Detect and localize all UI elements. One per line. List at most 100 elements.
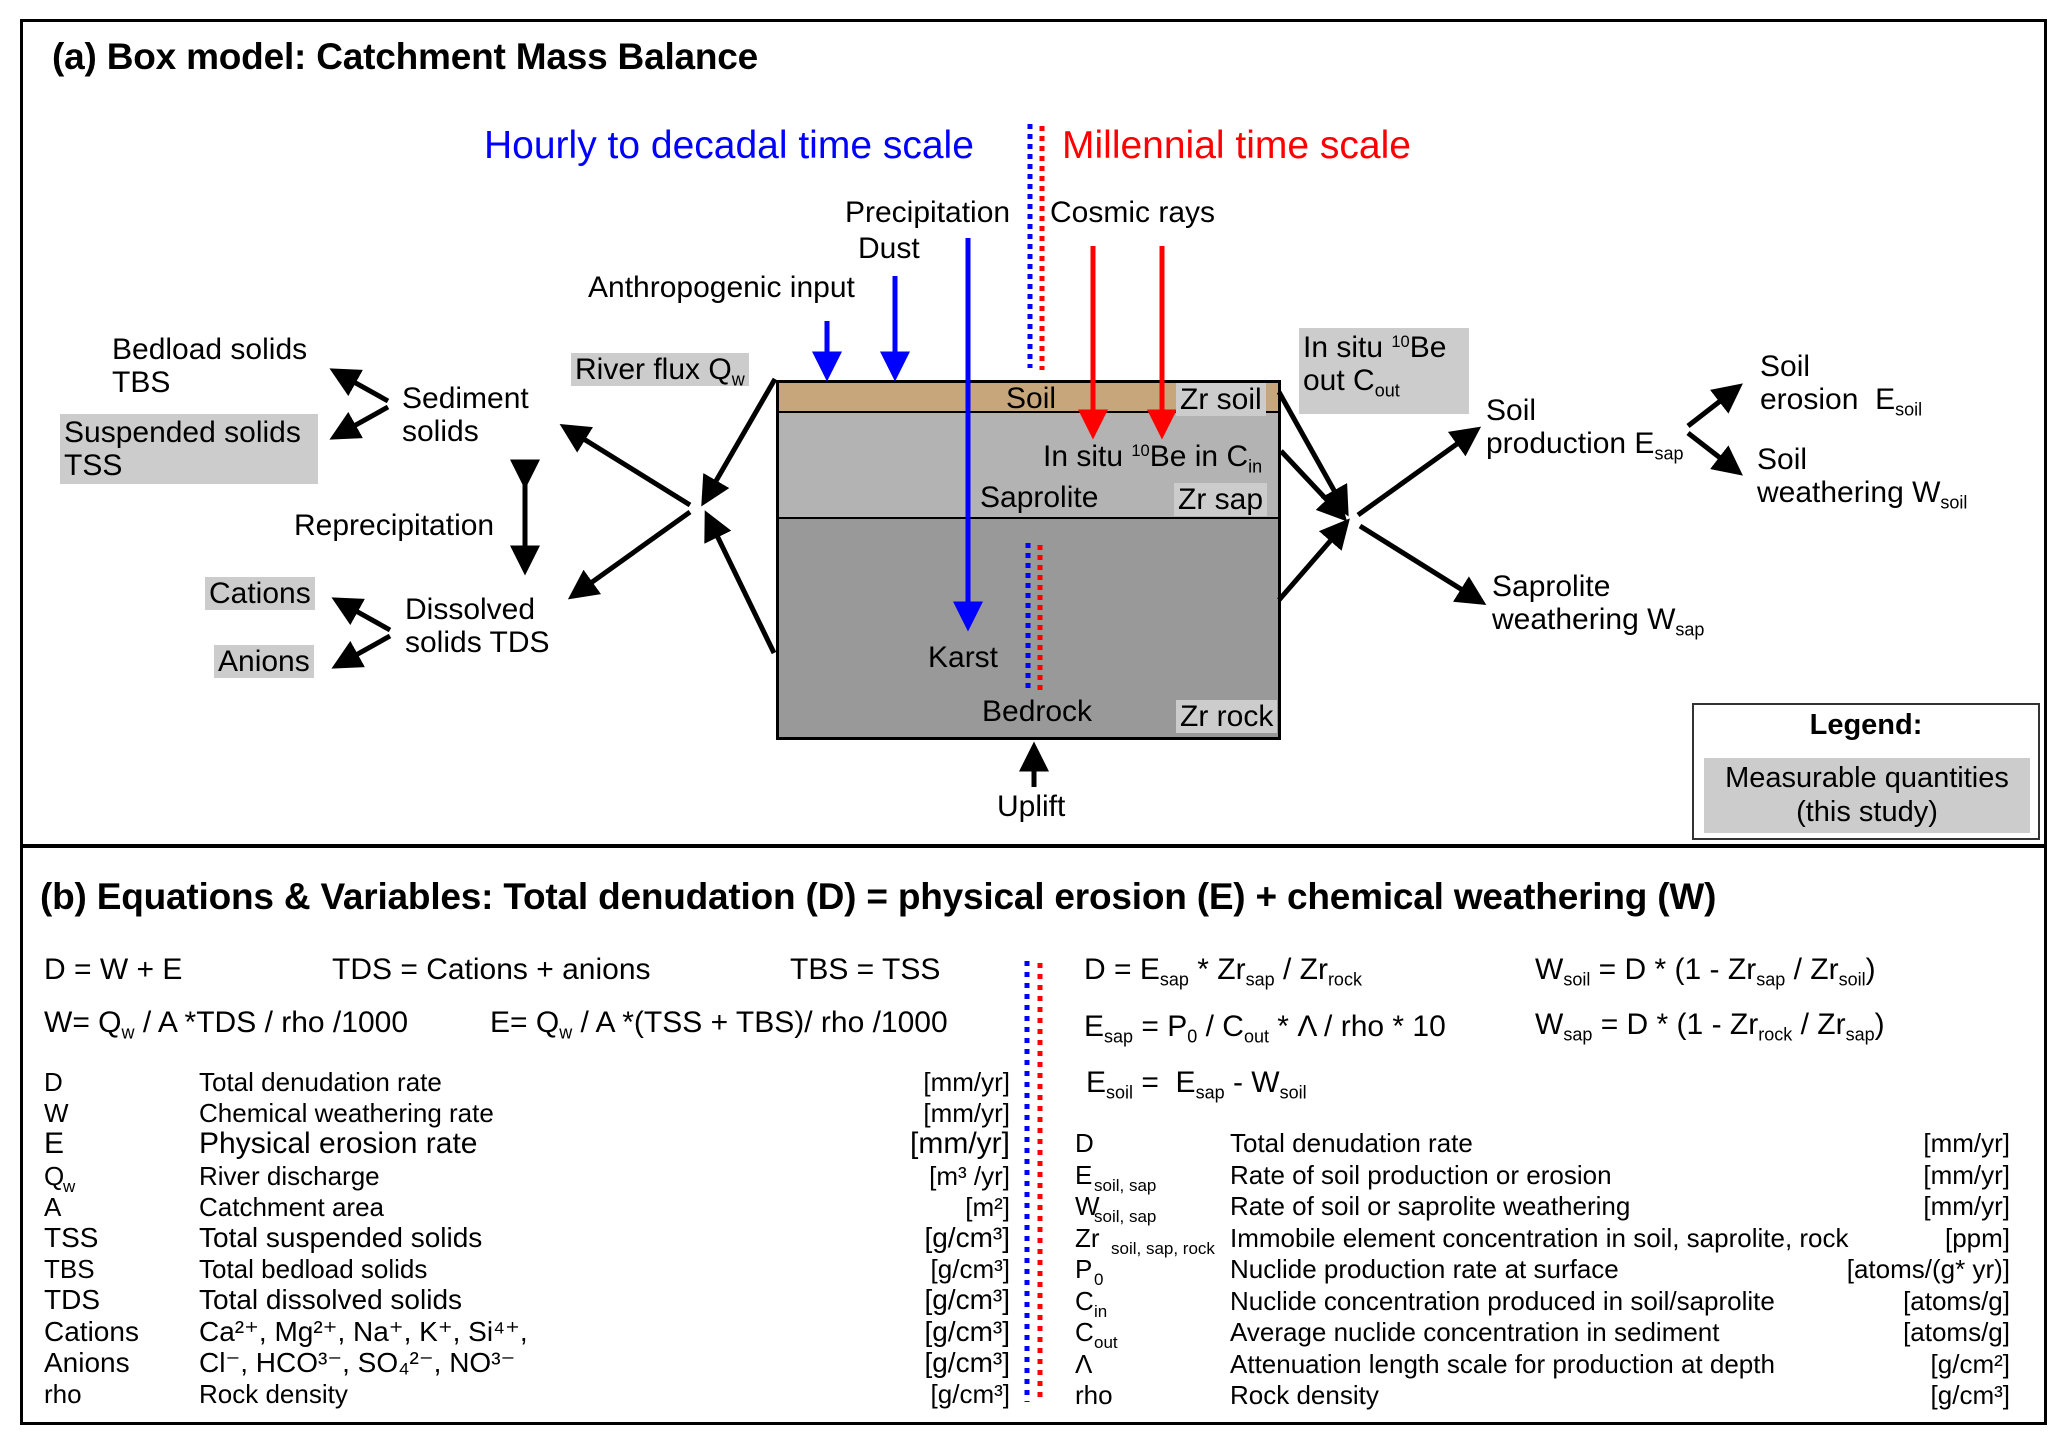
variable-unit: [g/cm³] <box>924 1222 1010 1253</box>
reprecipitation-label: Reprecipitation <box>294 509 495 542</box>
to-soil-weathering-arrow <box>1686 431 1743 476</box>
eq-sub: sap <box>1845 1024 1875 1045</box>
eq-sub: sap <box>1756 969 1786 990</box>
eq-sub: sap <box>1104 1026 1134 1047</box>
soil-production-line2: production Esap <box>1486 427 1684 464</box>
variable-symbol: D <box>1075 1128 1094 1158</box>
variable-description: Total bedload solids <box>199 1254 428 1285</box>
eq-part: * Zr <box>1188 953 1246 986</box>
bedload-line1: Bedload solids <box>112 333 308 366</box>
variable-unit: [mm/yr] <box>1923 1191 2010 1221</box>
saprolite-label: Saprolite <box>980 481 1099 514</box>
variable-unit: [g/cm³] <box>930 1379 1010 1409</box>
variable-description: Catchment area <box>199 1191 384 1222</box>
soil-erosion-sub: soil <box>1895 399 1923 420</box>
eq-w-b: / A *TDS / rho /1000 <box>134 1006 409 1039</box>
eq-part: = D * (1 - Zr <box>1590 953 1757 986</box>
soil-production-sub: sap <box>1654 443 1684 464</box>
eq-esoil: Esoil = Esap - Wsoil <box>1086 1066 1307 1101</box>
variable-unit: [atoms/(g* yr)] <box>1846 1254 2010 1284</box>
variable-symbol: Anions <box>44 1346 130 1378</box>
variable-description: Immobile element concentration in soil, … <box>1230 1222 1849 1253</box>
zr-sap-label: Zr sap <box>1174 483 1268 516</box>
variable-symbol: Cations <box>44 1315 139 1347</box>
suspended-line2: TSS <box>64 449 123 482</box>
variable-symbol-subscript: out <box>1094 1333 1118 1352</box>
insitu-in-sub: in <box>1248 456 1263 477</box>
legend-measurable-swatch: Measurable quantities (this study) <box>1704 758 2030 833</box>
eq-e: E= Qw / A *(TSS + TBS)/ rho /1000 <box>490 1006 948 1043</box>
variable-symbol: rho <box>44 1379 82 1409</box>
to-soil-production-arrow <box>1356 426 1482 518</box>
variable-unit: [g/cm³] <box>924 1315 1010 1347</box>
bedload-line2: TBS <box>112 366 171 399</box>
variable-symbol: W <box>44 1098 69 1129</box>
panel-b-title: (b) Equations & Variables: Total denudat… <box>40 876 1717 917</box>
eq-sub: sap <box>1159 969 1189 990</box>
variable-description: Total denudation rate <box>1230 1128 1473 1158</box>
variable-unit: [g/cm³] <box>930 1254 1010 1285</box>
sediment-line1: Sediment <box>402 382 529 415</box>
soil-production-line1: Soil <box>1486 394 1537 427</box>
soil-production-label: Soil production Esap <box>1486 394 1684 464</box>
variable-symbol-subscript: in <box>1094 1301 1108 1321</box>
eq-tds: TDS = Cations + anions <box>332 953 651 986</box>
eq-w-a: W= Q <box>44 1006 122 1039</box>
soil-erosion-label: Soil erosion Esoil <box>1760 350 1923 420</box>
legend: Legend: Measurable quantities (this stud… <box>1692 703 2040 840</box>
eq-tbs: TBS = TSS <box>790 953 941 986</box>
eq-sub: soil <box>1563 969 1591 990</box>
variable-symbol-subscript: 0 <box>1094 1270 1104 1289</box>
variable-unit: [mm/yr] <box>1923 1128 2010 1158</box>
variable-symbol: E <box>1075 1159 1093 1190</box>
insitu-out-isotope: 10 <box>1391 333 1410 352</box>
short-timescale-label: Hourly to decadal time scale <box>484 124 974 167</box>
variable-symbol: TBS <box>44 1254 95 1285</box>
variable-description: River discharge <box>199 1160 380 1191</box>
eq-part: W <box>1535 953 1564 986</box>
sediment-line2: solids <box>402 415 479 448</box>
variable-symbol: D <box>44 1067 63 1097</box>
eq-e-b: / A *(TSS + TBS)/ rho /1000 <box>572 1006 948 1039</box>
eq-sub: rock <box>1758 1024 1793 1045</box>
saprolite-weathering-line2: weathering Wsap <box>1492 603 1704 638</box>
eq-part: = E <box>1133 1066 1196 1099</box>
cations-label: Cations <box>205 577 315 610</box>
eq-e-sub: w <box>559 1022 573 1043</box>
variable-description: Total denudation rate <box>199 1067 442 1097</box>
variable-description: Average nuclide concentration in sedimen… <box>1230 1317 1720 1347</box>
variable-unit: [atoms/g] <box>1903 1317 2010 1347</box>
saprolite-weathering-label: Saprolite weathering Wsap <box>1492 570 1704 638</box>
variable-row: D Total denudation rate [mm/yr] <box>1075 1128 2010 1158</box>
legend-title: Legend: <box>1809 709 1923 741</box>
river-flux-text: River flux Q <box>575 353 732 386</box>
variable-unit: [m³ /yr] <box>929 1160 1010 1191</box>
anthropogenic-label: Anthropogenic input <box>588 271 855 304</box>
bedload-label: Bedload solids TBS <box>112 333 307 399</box>
insitu-out-line2: out Cout <box>1303 364 1465 399</box>
river-flux-arrow-bottom <box>704 510 777 655</box>
insitu-in-element: Be in C <box>1149 440 1249 473</box>
insitu-out-element: Be <box>1409 331 1447 364</box>
to-saprolite-weathering-arrow <box>1358 523 1487 605</box>
variable-row: TBS Total bedload solids [g/cm³] <box>44 1254 1010 1284</box>
eq-sub: rock <box>1327 969 1362 990</box>
bedrock-out-arrow <box>1277 518 1350 602</box>
variable-description: Rate of soil or saprolite weathering <box>1230 1191 1631 1221</box>
zr-rock-label: Zr rock <box>1176 700 1278 733</box>
eq-sub: sap <box>1563 1024 1593 1045</box>
insitu-be-in-label: In situ 10Be in Cin <box>1043 440 1263 477</box>
soil-label: Soil <box>1006 382 1057 415</box>
variable-description: Attenuation length scale for production … <box>1230 1348 1775 1379</box>
eq-w-sub: w <box>121 1022 135 1043</box>
variable-symbol: W <box>1075 1191 1100 1221</box>
variable-unit: [g/cm³] <box>924 1346 1010 1378</box>
insitu-in-isotope: 10 <box>1131 442 1150 461</box>
